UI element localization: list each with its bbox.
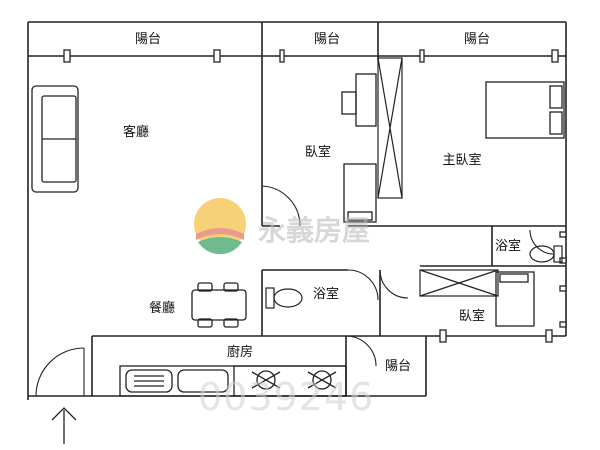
label-balcony-top-mid: 陽台 <box>314 32 340 47</box>
kitchen-counter-icon <box>119 365 347 397</box>
label-living-room: 客廳 <box>123 124 149 140</box>
label-dining-room: 餐廳 <box>149 300 175 316</box>
label-balcony-top-left: 陽台 <box>135 32 161 47</box>
desk-icon <box>341 73 377 127</box>
master-bed-icon <box>485 81 565 139</box>
bed-bottom-icon <box>495 271 535 327</box>
label-balcony-bottom: 陽台 <box>385 359 411 374</box>
wall-posts <box>63 49 567 343</box>
room-labels: 陽台 陽台 陽台 客廳 臥室 主臥室 浴室 浴室 餐廳 臥室 廚房 陽台 <box>123 32 521 374</box>
watermark-number: 0039246 <box>198 375 374 419</box>
label-bedroom-bottom: 臥室 <box>459 308 485 324</box>
watermark-brand: 永義房屋 <box>258 214 370 247</box>
label-bathroom-center: 浴室 <box>313 286 339 302</box>
label-bedroom-mid: 臥室 <box>305 144 331 160</box>
toilet-right-icon <box>529 245 563 263</box>
doors <box>35 185 555 397</box>
bed-mid-icon <box>343 163 377 223</box>
label-master-bedroom: 主臥室 <box>442 152 481 168</box>
sofa-icon <box>31 85 79 193</box>
toilet-center-icon <box>265 287 303 309</box>
cabinet-bottom-icon <box>419 269 499 297</box>
dining-table-icon <box>191 282 247 328</box>
label-bathroom-right: 浴室 <box>495 238 521 254</box>
label-kitchen: 廚房 <box>227 344 253 360</box>
label-balcony-top-right: 陽台 <box>464 32 490 47</box>
wardrobe-icon <box>377 57 403 199</box>
logo-icon <box>194 198 246 255</box>
entrance-arrow-icon <box>51 407 77 444</box>
